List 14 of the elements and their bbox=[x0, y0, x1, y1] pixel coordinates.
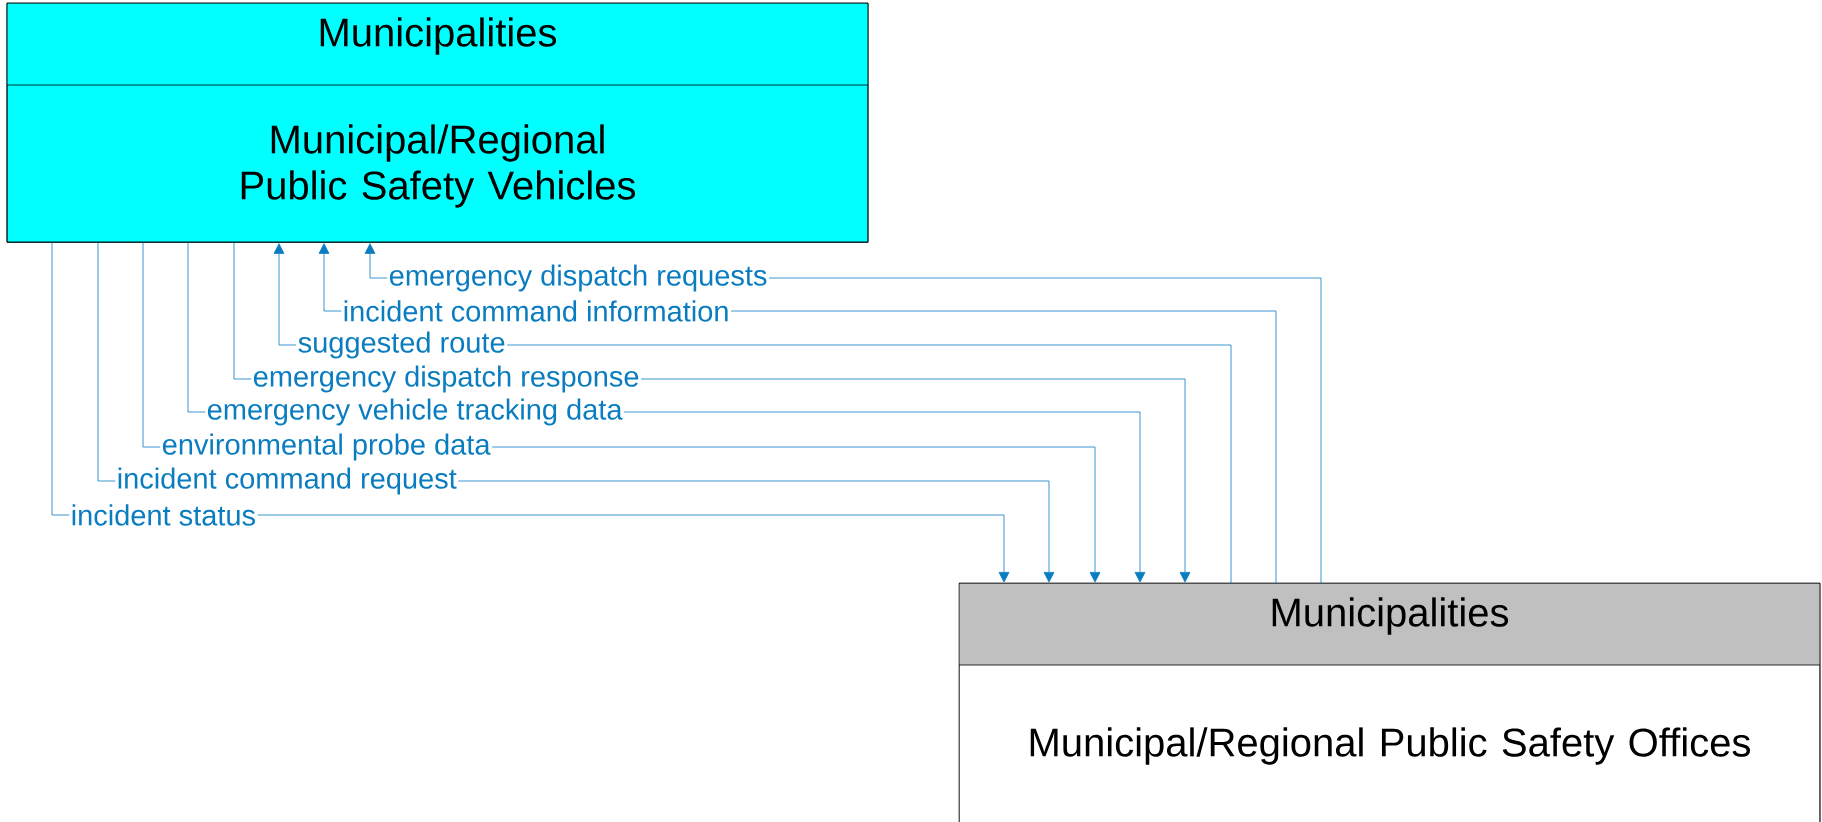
body-text: Municipal/Regional Public Safety Vehicles bbox=[241, 124, 635, 208]
edge-label: suggested route bbox=[296, 330, 508, 360]
header-text: Municipalities bbox=[320, 17, 557, 55]
entity-box bbox=[6, 2, 869, 243]
edge-label: environmental probe data bbox=[160, 432, 493, 462]
edge-label: emergency dispatch requests bbox=[387, 263, 769, 293]
entity-box bbox=[958, 582, 1821, 822]
edge-label: emergency dispatch response bbox=[251, 364, 642, 394]
edge-label: incident command information bbox=[341, 298, 732, 324]
body-text: Municipal/Regional Public Safety Offices bbox=[1030, 727, 1750, 765]
edge-label: incident status bbox=[69, 502, 258, 528]
edge-label: emergency vehicle tracking data bbox=[205, 397, 625, 427]
header-text: Municipalities bbox=[1272, 597, 1509, 635]
edge-label: incident command request bbox=[115, 466, 459, 496]
